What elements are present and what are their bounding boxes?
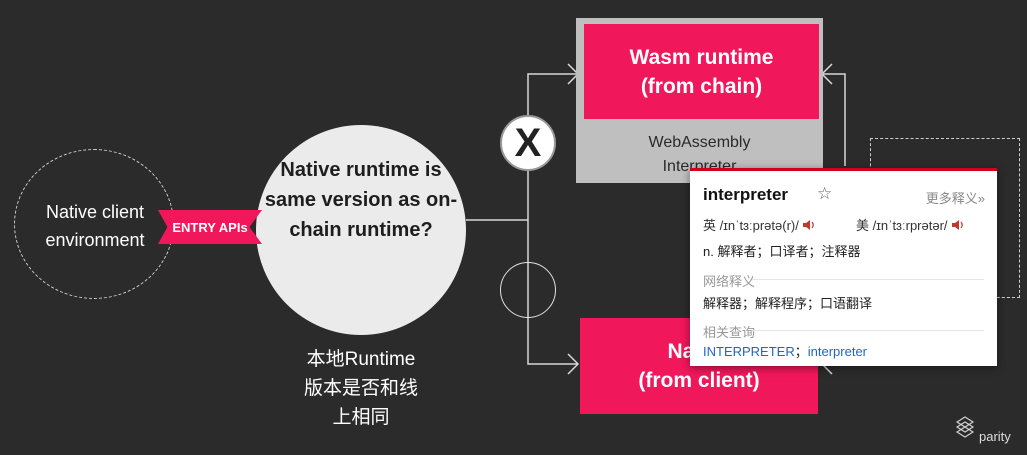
speaker-icon[interactable]	[802, 219, 816, 231]
section-divider	[752, 330, 984, 331]
connector-to-wasm	[527, 73, 578, 220]
uk-pronunciation: 英 /ɪnˈtɜːprətə(r)/	[703, 215, 816, 234]
version-question-circle	[256, 125, 466, 335]
wasm-runtime-box: Wasm runtime (from chain)	[584, 24, 819, 119]
connector-back-wasm	[822, 73, 846, 166]
wasm-runtime-title: Wasm runtime	[629, 45, 774, 69]
mismatch-x-icon: X	[500, 115, 556, 171]
parity-logo: parity	[954, 412, 1024, 448]
native-runtime-source: (from client)	[638, 369, 760, 392]
us-label: 美	[856, 218, 870, 233]
web-definition: 解释器；解释程序；口语翻译	[703, 296, 873, 311]
more-definitions-link[interactable]: 更多释义»	[925, 191, 985, 206]
version-question-text: Native runtime is same version as on-cha…	[264, 159, 458, 241]
match-circle-icon	[500, 262, 556, 318]
chinese-caption-line: 上相同	[332, 407, 390, 428]
us-pronunciation: 美 /ɪnˈtɜːrprətər/	[856, 215, 965, 234]
related-queries: INTERPRETER；interpreter	[703, 341, 867, 360]
dictionary-popup[interactable]: interpreter ☆ 更多释义» 英 /ɪnˈtɜːprətə(r)/ 美…	[690, 168, 997, 366]
wasm-runtime-source: (from chain)	[640, 74, 763, 98]
uk-phonetic: /ɪnˈtɜːprətə(r)/	[719, 218, 799, 233]
webassembly-label: WebAssembly	[648, 134, 751, 151]
parity-mark-icon	[955, 416, 975, 438]
related-query-link[interactable]: interpreter	[807, 344, 867, 359]
arrow-to-native	[567, 353, 580, 375]
entry-apis-tag: ENTRY APIs	[158, 210, 262, 244]
chinese-caption-line: 本地Runtime	[306, 349, 416, 370]
chinese-caption-line: 版本是否和线	[303, 378, 418, 399]
speaker-icon[interactable]	[951, 219, 965, 231]
favorite-star-icon[interactable]: ☆	[817, 184, 833, 203]
dictionary-word: interpreter	[703, 185, 789, 204]
parity-brand-text: parity	[979, 429, 1011, 444]
related-query-link[interactable]: INTERPRETER	[703, 344, 795, 359]
basic-definition: n. 解释者；口译者；注释器	[703, 244, 861, 259]
section-divider	[752, 279, 984, 280]
chinese-caption: 本地Runtime 版本是否和线 上相同	[290, 345, 432, 432]
us-phonetic: /ɪnˈtɜːrprətər/	[872, 218, 948, 233]
native-environment-label: Native client environment	[45, 202, 145, 250]
related-queries-heading: 相关查询	[703, 325, 756, 340]
web-definition-heading: 网络释义	[703, 274, 756, 289]
related-separator: ；	[794, 344, 808, 359]
uk-label: 英	[703, 218, 717, 233]
